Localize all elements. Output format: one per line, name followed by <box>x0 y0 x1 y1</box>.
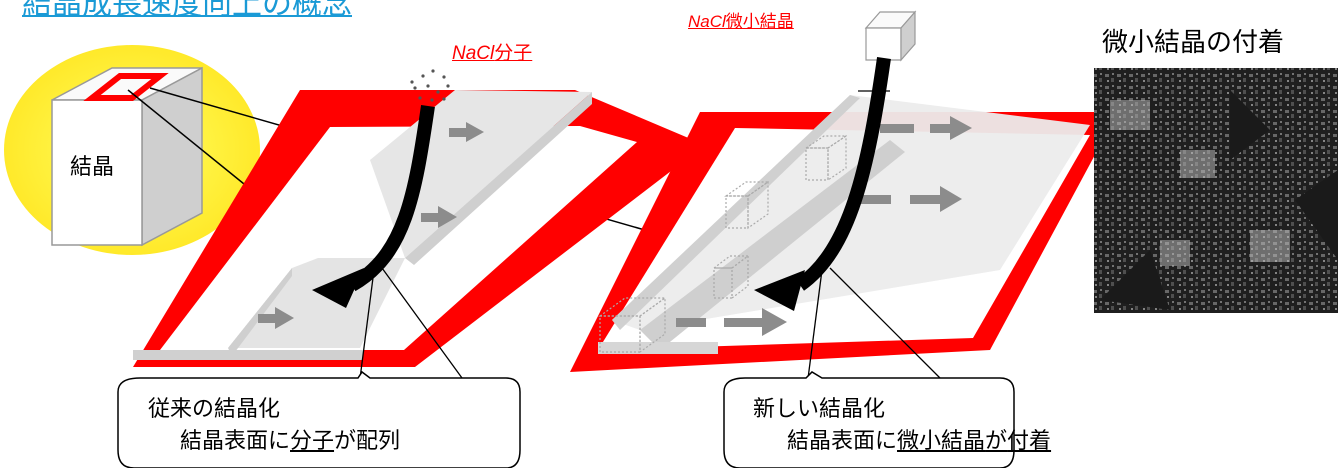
crystal-cube <box>51 66 203 247</box>
falling-micro-crystal-cube <box>864 10 917 62</box>
nacl-molecule-label: NaCl分子 <box>452 42 533 64</box>
micro-crystal-cube <box>598 296 667 354</box>
nacl-micro-crystal-label: NaCl微小結晶 <box>688 13 794 31</box>
flow-arrow <box>880 116 972 140</box>
micrograph-photo <box>1094 68 1338 313</box>
micro-crystal-cubes <box>598 134 848 354</box>
micro-crystal-deposition-arrow <box>754 57 891 311</box>
micrograph-caption: 微小結晶の付着 <box>1102 28 1285 58</box>
micro-crystal-flow-arrows <box>676 116 972 336</box>
detail-emphasis: 分子 <box>290 429 335 454</box>
detail-text: 結晶表面に <box>180 429 291 454</box>
crystal-label: 結晶 <box>70 155 115 180</box>
micro-crystal-cube <box>804 134 848 182</box>
micro-crystal-cube <box>724 180 770 230</box>
new-callout-detail: 結晶表面に微小結晶が付着 <box>787 426 1051 458</box>
conventional-callout-title: 従来の結晶化 <box>148 397 281 422</box>
flow-arrow <box>258 307 294 329</box>
nacl-formula: NaCl <box>688 12 726 31</box>
flow-arrow <box>676 308 787 336</box>
new-callout-title: 新しい結晶化 <box>753 397 886 422</box>
crystal-illustration <box>4 45 691 255</box>
nacl-molecule-dots <box>410 69 450 102</box>
conventional-surface <box>133 69 705 395</box>
nacl-formula: NaCl <box>452 43 495 64</box>
conventional-callout-detail: 結晶表面に分子が配列 <box>180 426 400 458</box>
micro-crystal-cube <box>712 254 750 300</box>
detail-emphasis: 付着 <box>1007 429 1052 454</box>
crystal-surface-outline <box>83 73 169 101</box>
molecule-text: 分子 <box>494 42 533 64</box>
flow-arrow <box>421 206 457 228</box>
micro-crystal-text: 微小結晶 <box>725 12 794 32</box>
flow-arrow <box>449 122 484 142</box>
detail-emphasis: 微小結晶 <box>897 429 986 454</box>
molecule-flow-arrows <box>258 122 484 329</box>
flow-arrow <box>857 186 962 212</box>
detail-text: 結晶表面に <box>787 429 898 454</box>
detail-text: が配列 <box>334 429 401 454</box>
diagram-title: 結晶成長速度向上の概念 <box>22 0 352 22</box>
detail-emphasis: が <box>985 429 1008 454</box>
molecule-deposition-arrow <box>312 104 435 308</box>
new-method-surface <box>570 10 1118 395</box>
